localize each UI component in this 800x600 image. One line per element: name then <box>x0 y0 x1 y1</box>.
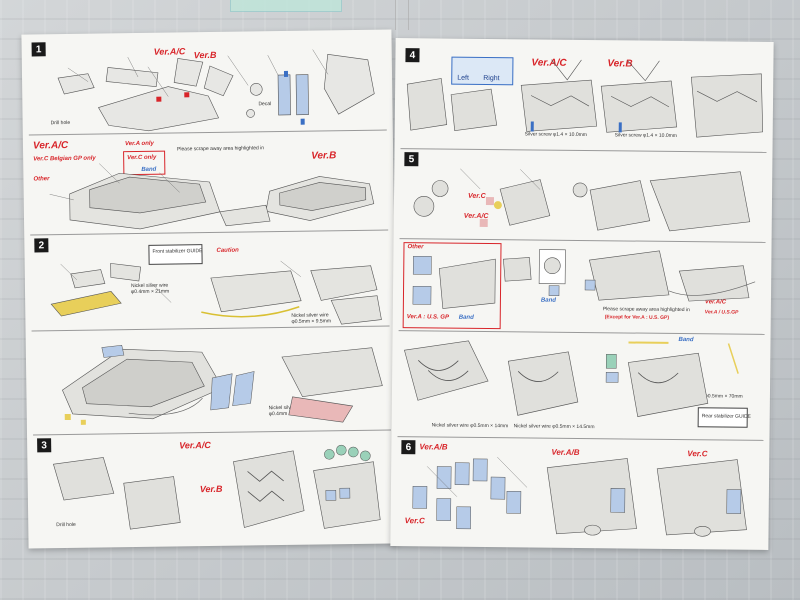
step-1-parts-illustration <box>57 49 375 132</box>
instruction-sheet-left: 1 Ver.A/C Ver.B Drill hole Decal <box>21 29 399 549</box>
step-1-chassis-illustration <box>49 163 375 230</box>
plastic-bag-edge <box>230 0 342 12</box>
plastic-bag-edge <box>395 0 409 30</box>
step-5-top-panel: 5 Ver.C Ver.A/C <box>399 148 767 243</box>
instruction-sheet-right: 4 Left Right Ver.A/C Ver.B Silver screw … <box>390 38 774 550</box>
step-5-middle-panel: Other Ver.A : U.S. GP Band Band Please s… <box>398 238 766 335</box>
step-2-body-illustration <box>62 344 383 425</box>
step-4-panel: 4 Left Right Ver.A/C Ver.B Silver screw … <box>400 44 768 153</box>
step-5-exhaust-illustration <box>404 340 739 417</box>
step-6-panel: 6 Ver.A/B Ver.A/B Ver.C Ver.C <box>396 436 763 546</box>
step-3-panel: 3 Ver.A/C Ver.B Drill hole <box>33 429 392 540</box>
step-5-bottom-panel: Band Nickel silver wire φ0.5mm × 14mm Ni… <box>397 330 765 441</box>
step-3-engine-illustration <box>53 444 381 530</box>
step-2-top-panel: 2 Front stabilizer GUIDE Caution Nickel … <box>30 229 390 332</box>
step-2-suspension-illustration <box>50 260 382 325</box>
step-5-radiator-illustration <box>412 249 756 309</box>
step-5-gearbox-illustration <box>413 168 751 232</box>
step-6-radiator-illustration <box>412 456 747 537</box>
step-2-bottom-panel: Nickel silver wire φ0.4mm × 15mm <box>31 325 391 436</box>
step-4-engine-illustration <box>406 59 764 138</box>
step-1-bottom-panel: Ver.A/C Ver.A only Ver.C only Ver.C Belg… <box>28 129 389 236</box>
step-1-top-panel: 1 Ver.A/C Ver.B Drill hole Decal <box>27 33 387 136</box>
